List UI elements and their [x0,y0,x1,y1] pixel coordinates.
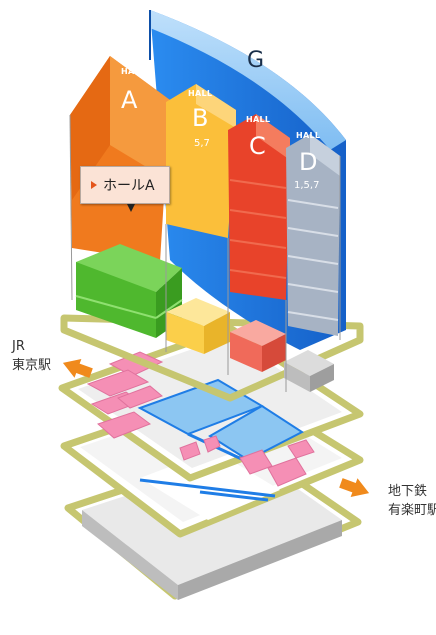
triangle-marker-icon [91,181,97,189]
hall-d-gray-block [284,350,334,392]
access-jr-line2: 東京駅 [12,358,52,373]
hall-c-hall-word: HALL [246,115,270,124]
hall-b-hall-word: HALL [188,89,212,98]
callout-label: ホールA [103,178,155,194]
hall-a-name: A [121,86,138,114]
hall-d-hall-word: HALL [296,131,320,140]
hall-c: HALL C [228,114,290,300]
callout-pointer-icon [127,204,135,212]
hall-a-hall-word: HALL [121,67,145,76]
hall-d: HALL D 1,5,7 [286,131,340,336]
access-jr-line1: JR [12,339,25,354]
hall-c-red-block [230,320,286,372]
access-jr-label: JR 東京駅 [12,337,51,375]
hall-b: HALL B 5,7 [166,84,236,238]
hall-d-floors: 1,5,7 [294,180,319,191]
hall-d-name: D [299,148,317,176]
jr-arrow-icon [62,358,93,378]
hall-c-name: C [249,132,266,160]
subway-arrow-icon [339,478,370,498]
hall-b-floors: 5,7 [194,138,210,149]
upper-frame-lines [165,156,341,392]
hall-b-yellow-block [166,298,230,354]
access-subway-line1: 地下鉄 [388,484,428,499]
hall-g-name: G [247,48,264,73]
access-subway-label: 地下鉄 有楽町駅 [388,482,436,520]
hall-a-callout: ホールA [80,166,170,212]
access-subway-line2: 有楽町駅 [388,503,436,518]
hall-a: HALL A [69,56,170,301]
hall-b-name: B [192,104,208,132]
